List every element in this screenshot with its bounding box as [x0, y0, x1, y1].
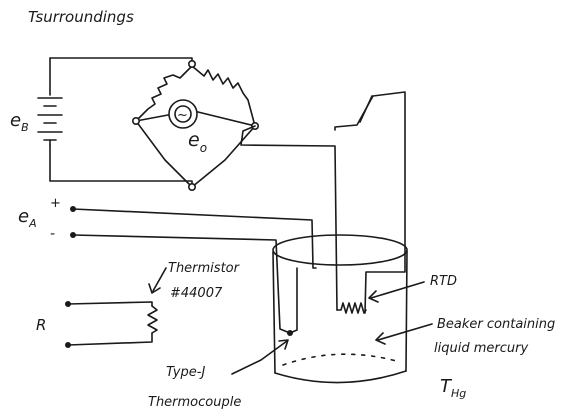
rtd-arrow: [370, 281, 425, 299]
rtd-label: RTD: [430, 274, 457, 289]
thermistor-circuit: [67, 301, 158, 346]
thermistor-arrow: [152, 267, 167, 292]
thermistor-model-label: #44007: [170, 286, 223, 301]
r-terminal-bottom: [65, 342, 71, 348]
r-terminal-top: [65, 301, 71, 307]
thermocouple-junction: [287, 330, 293, 336]
svg-text:~: ~: [177, 108, 188, 123]
ea-minus-label: -: [50, 226, 55, 242]
rtd-leads: [240, 91, 406, 314]
bridge-node-left: [132, 117, 141, 126]
thermocouple-label: Thermocouple: [148, 395, 241, 410]
galvanometer-icon: ~: [168, 99, 198, 129]
thermocouple-arrowhead: [278, 339, 289, 350]
thermocouple-arrow: [231, 340, 288, 375]
beaker-arrow: [377, 323, 433, 341]
rtd-resistor-icon: [336, 302, 367, 314]
battery-icon: [37, 97, 63, 146]
r-label: R: [36, 316, 46, 334]
thermistor-label: Thermistor: [168, 261, 241, 276]
ea-label: eA: [18, 206, 37, 230]
battery-loop-wires: [49, 57, 193, 188]
rtd-arrowhead: [368, 290, 379, 303]
ea-plus-label: +: [50, 196, 61, 211]
wheatstone-bridge: [135, 65, 256, 188]
beaker-label-2: liquid mercury: [434, 341, 528, 356]
t-hg-label: THg: [440, 376, 466, 400]
thermistor-arrowhead: [148, 283, 161, 294]
t-surroundings-label: Tsurroundings: [28, 8, 134, 26]
typej-label: Type-J: [166, 365, 205, 380]
beaker: [272, 234, 408, 384]
beaker-label: Beaker containing: [437, 317, 555, 332]
bridge-node-bottom: [188, 183, 197, 192]
eb-label: eB: [10, 110, 29, 134]
eo-label: eo: [188, 129, 207, 155]
beaker-arrowhead: [375, 332, 386, 345]
bridge-node-top: [188, 59, 197, 68]
